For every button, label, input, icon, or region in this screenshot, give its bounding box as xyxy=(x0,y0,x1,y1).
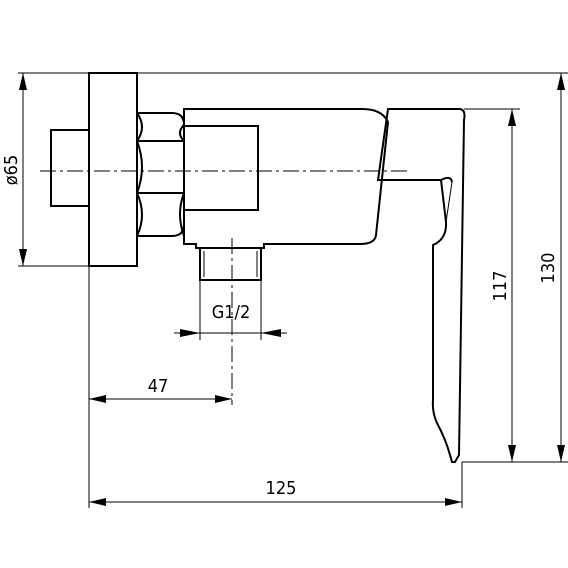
total-height-label: 130 xyxy=(538,253,559,284)
hex-nut xyxy=(136,112,185,237)
wall-flange xyxy=(88,72,138,267)
diameter-label: ø65 xyxy=(1,155,22,186)
inlet-stub xyxy=(50,129,90,207)
thread-label: G1/2 xyxy=(212,302,251,323)
lever-height-label: 117 xyxy=(490,271,511,302)
offset-label: 47 xyxy=(148,376,169,397)
outlet-thread xyxy=(199,247,262,281)
body-recess xyxy=(183,125,259,211)
depth-label: 125 xyxy=(266,478,297,499)
extension-lines xyxy=(18,72,568,508)
dimension-lines xyxy=(19,73,565,506)
lever-edge xyxy=(445,181,453,223)
mixer-body xyxy=(183,108,390,249)
lever-handle xyxy=(376,108,466,463)
lever-curve xyxy=(440,176,453,183)
